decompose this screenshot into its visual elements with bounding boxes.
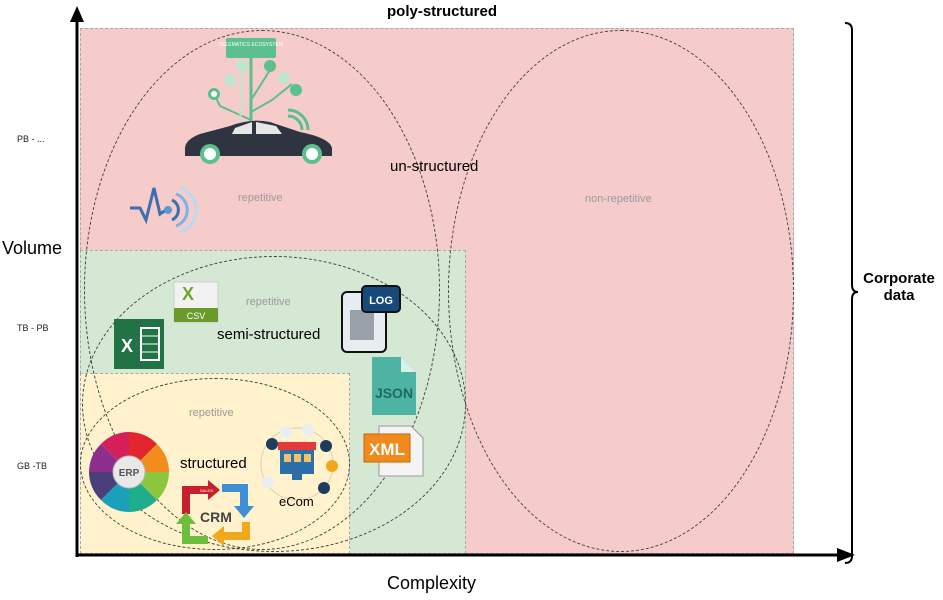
non-repetitive-label: non-repetitive: [585, 193, 652, 205]
y-tick-gb-tb: GB -TB: [17, 461, 48, 471]
telematics-car-icon: TELEMATICS ECOSYSTEM: [184, 38, 332, 164]
semi-structured-label: semi-structured: [217, 326, 321, 343]
brace-label: Corporate data: [857, 270, 941, 304]
svg-text:TELEMATICS ECOSYSTEM: TELEMATICS ECOSYSTEM: [219, 42, 283, 48]
structured-ellipse: [80, 378, 350, 550]
diagram-title: poly-structured: [387, 3, 498, 20]
svg-text:X: X: [182, 284, 194, 304]
brace-label-line2: data: [883, 287, 915, 304]
unstructured-non-repetitive-ellipse: [448, 30, 794, 552]
crm-cycle-icon: SALES CRM: [176, 480, 254, 546]
semi-structured-repetitive-label: repetitive: [246, 296, 291, 308]
y-axis-label: Volume: [2, 238, 63, 258]
erp-wheel-icon: ERP: [89, 432, 169, 512]
svg-text:XML: XML: [369, 440, 405, 459]
svg-text:X: X: [121, 336, 133, 356]
unstructured-repetitive-label: repetitive: [238, 192, 283, 204]
structured-repetitive-label: repetitive: [189, 407, 234, 419]
semi-structured-ellipse: [82, 256, 466, 552]
svg-text:CRM: CRM: [200, 509, 232, 525]
y-tick-tb-pb: TB - PB: [17, 323, 49, 333]
ecom-label: eCom: [279, 494, 314, 509]
y-tick-pb: PB - ...: [17, 134, 45, 144]
svg-text:ERP: ERP: [119, 468, 140, 479]
json-file-icon: JSON: [372, 357, 416, 415]
x-axis-arrowhead: [837, 548, 855, 562]
structured-label: structured: [180, 455, 247, 472]
brace-label-line1: Corporate: [863, 270, 935, 287]
svg-text:LOG: LOG: [369, 295, 393, 307]
corporate-data-brace: [844, 22, 859, 564]
log-file-icon: LOG: [341, 285, 401, 353]
svg-text:CSV: CSV: [187, 311, 206, 321]
excel-icon: X: [114, 319, 164, 369]
xml-file-icon: XML: [363, 425, 424, 477]
y-axis-arrowhead: [70, 6, 84, 22]
sensor-signal-icon: [130, 186, 198, 234]
unstructured-label: un-structured: [390, 158, 479, 175]
x-axis-label: Complexity: [387, 573, 477, 593]
svg-text:SALES: SALES: [200, 488, 213, 493]
svg-text:JSON: JSON: [375, 385, 413, 401]
csv-icon: X CSV: [173, 281, 219, 323]
ecommerce-icon: [260, 424, 338, 501]
